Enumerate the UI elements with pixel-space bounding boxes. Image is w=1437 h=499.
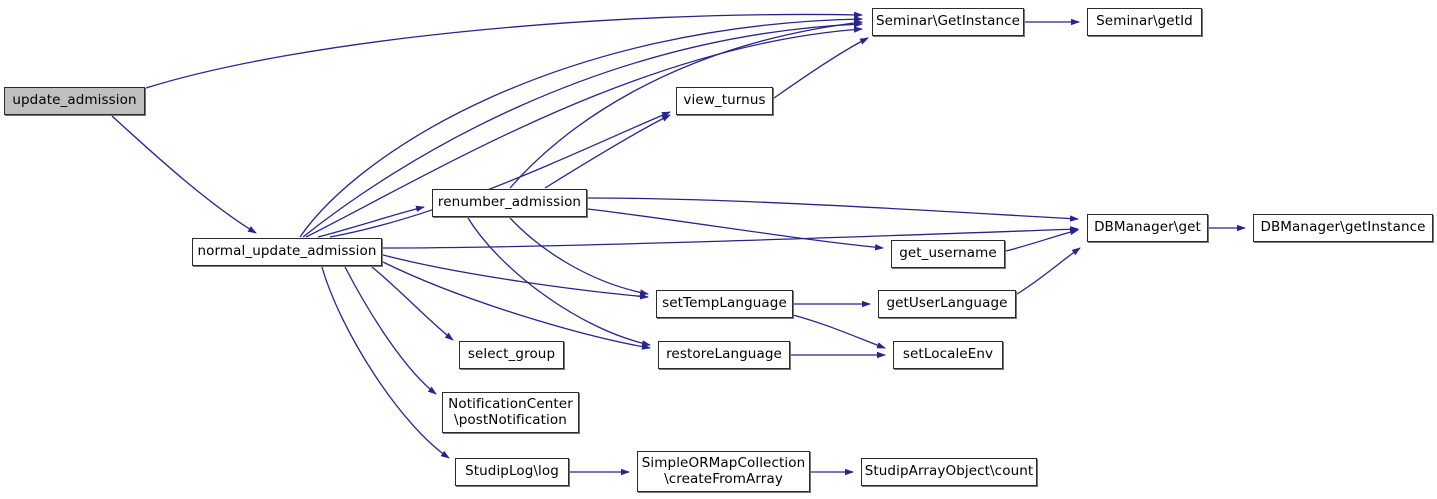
graph-node-normal_update_admission[interactable]: normal_update_admission <box>192 238 382 266</box>
graph-node-getUserLanguage[interactable]: getUserLanguage <box>878 290 1016 318</box>
graph-node-studiplog_log[interactable]: StudipLog\log <box>455 458 569 486</box>
graph-node-simpleormapcollection_createfromarray[interactable]: SimpleORMapCollection \createFromArray <box>637 451 810 492</box>
edge-view_turnus-to-seminar_getinstance <box>773 37 869 99</box>
edge-normal_update_admission-to-notificationcenter_postnotification <box>344 266 437 395</box>
graph-node-studiparrayobject_count[interactable]: StudipArrayObject\count <box>861 458 1037 486</box>
graph-node-dbmanager_get[interactable]: DBManager\get <box>1087 214 1208 242</box>
graph-node-seminar_getid[interactable]: Seminar\getId <box>1087 8 1202 36</box>
edge-normal_update_admission-to-setTempLanguage <box>382 254 649 300</box>
graph-node-renumber_admission[interactable]: renumber_admission <box>432 189 587 217</box>
edge-getUserLanguage-to-dbmanager_get <box>1016 247 1081 295</box>
edge-renumber_admission-to-setTempLanguage <box>509 217 649 296</box>
edge-normal_update_admission-to-renumber_admission <box>317 205 425 238</box>
graph-node-setLocaleEnv[interactable]: setLocaleEnv <box>893 341 1003 369</box>
edge-normal_update_admission-to-select_group <box>371 266 454 341</box>
graph-node-setTempLanguage[interactable]: setTempLanguage <box>656 290 793 318</box>
graph-node-view_turnus[interactable]: view_turnus <box>676 87 773 115</box>
graph-node-seminar_getinstance[interactable]: Seminar\GetInstance <box>872 8 1024 36</box>
edge-normal_update_admission-to-restoreLanguage <box>382 261 651 350</box>
edge-update_admission-to-seminar_getinstance <box>145 11 863 89</box>
edge-normal_update_admission-to-studiplog_log <box>321 266 450 459</box>
graph-node-get_username[interactable]: get_username <box>891 240 1005 268</box>
edge-normal_update_admission-to-dbmanager_get <box>382 226 1079 249</box>
edge-renumber_admission-to-get_username <box>587 208 884 251</box>
edge-renumber_admission-to-dbmanager_get <box>587 197 1079 222</box>
edge-update_admission-to-normal_update_admission <box>111 115 257 234</box>
edge-get_username-to-dbmanager_get <box>1005 228 1079 252</box>
edge-normal_update_admission-to-view_turnus <box>329 111 671 238</box>
graph-node-update_admission[interactable]: update_admission <box>4 87 145 115</box>
edge-setTempLanguage-to-setLocaleEnv <box>792 314 886 349</box>
edge-renumber_admission-to-restoreLanguage <box>467 217 651 347</box>
edge-normal_update_admission-to-seminar_getinstance <box>299 15 863 238</box>
graph-node-select_group[interactable]: select_group <box>459 341 564 369</box>
graph-node-notificationcenter_postnotification[interactable]: NotificationCenter \postNotification <box>442 392 579 433</box>
graph-node-restoreLanguage[interactable]: restoreLanguage <box>658 341 790 369</box>
graph-node-dbmanager_getinstance[interactable]: DBManager\getInstance <box>1253 214 1433 242</box>
edge-normal_update_admission-to-seminar_getinstance <box>305 26 863 238</box>
edge-renumber_admission-to-view_turnus <box>544 114 671 189</box>
edge-normal_update_admission-to-seminar_getinstance <box>302 21 863 238</box>
edge-renumber_admission-to-seminar_getinstance <box>509 19 863 189</box>
